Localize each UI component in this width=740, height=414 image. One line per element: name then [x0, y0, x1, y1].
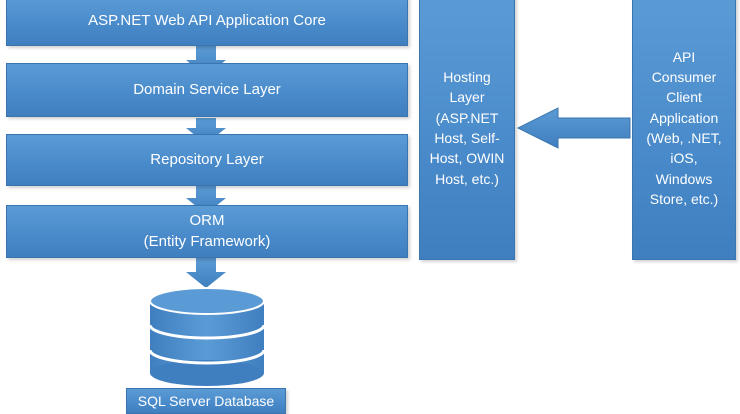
domain-service-layer-label: Domain Service Layer [133, 80, 281, 98]
api-consumer-label: API Consumer Client Application (Web, .N… [646, 48, 722, 207]
database-label: SQL Server Database [137, 392, 275, 409]
repository-layer-box: Repository Layer [6, 134, 408, 186]
database-cylinder-icon [148, 287, 266, 386]
domain-service-layer-box: Domain Service Layer [6, 63, 408, 117]
orm-layer-label: ORM (Entity Framework) [143, 212, 271, 250]
arrow-orm-to-database [186, 258, 226, 288]
repository-layer-label: Repository Layer [150, 150, 264, 168]
hosting-layer-label: Hosting Layer (ASP.NET Host, Self- Host,… [429, 69, 505, 187]
api-consumer-box: API Consumer Client Application (Web, .N… [632, 0, 736, 260]
hosting-layer-box: Hosting Layer (ASP.NET Host, Self- Host,… [419, 0, 515, 260]
arrow-consumer-to-hosting [516, 107, 631, 149]
database-label-box: SQL Server Database [126, 388, 286, 414]
core-layer-box: ASP.NET Web API Application Core [6, 0, 408, 46]
orm-layer-box: ORM (Entity Framework) [6, 205, 408, 258]
core-layer-label: ASP.NET Web API Application Core [88, 11, 326, 29]
